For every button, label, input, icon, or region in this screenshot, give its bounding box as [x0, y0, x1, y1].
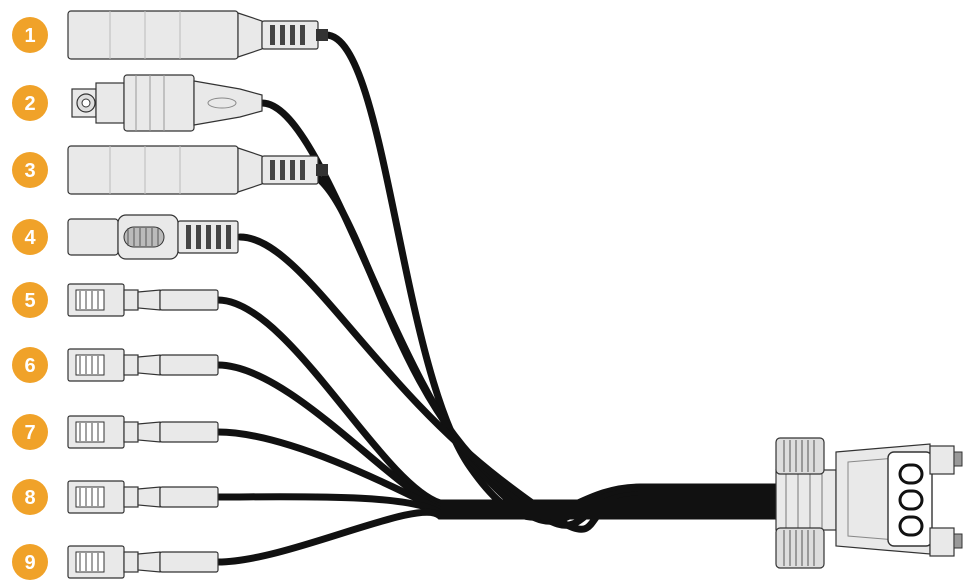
db-breakout-connector — [775, 437, 963, 569]
badge-number: 2 — [24, 93, 35, 115]
badge-number: 6 — [24, 355, 35, 377]
badge-number: 9 — [24, 552, 35, 574]
badge-circle — [12, 152, 48, 188]
badge-number: 7 — [24, 422, 35, 444]
small-pin-connector-7 — [67, 415, 219, 449]
number-badge: 4 — [12, 219, 48, 255]
badge-circle — [12, 282, 48, 318]
female-xlr-connector-3 — [67, 145, 328, 195]
badge-circle — [12, 414, 48, 450]
cable-1 — [322, 31, 784, 521]
small-pin-connector-5 — [67, 283, 219, 317]
number-badge: 2 — [12, 85, 48, 121]
number-badge: 8 — [12, 479, 48, 515]
badge-number: 4 — [24, 227, 36, 249]
small-pin-connector-9 — [67, 545, 219, 579]
badge-circle — [12, 85, 48, 121]
badge-number: 8 — [24, 487, 35, 509]
badge-circle — [12, 17, 48, 53]
small-pin-connector-8 — [67, 480, 219, 514]
connector-group — [67, 10, 328, 579]
cable-9 — [214, 508, 784, 566]
badge-circle — [12, 347, 48, 383]
number-badge: 5 — [12, 282, 48, 318]
cable-bundle — [214, 31, 784, 566]
badge-circle — [12, 219, 48, 255]
female-xlr-connector-1 — [67, 10, 328, 60]
badge-number: 5 — [24, 290, 35, 312]
badge-circle — [12, 479, 48, 515]
number-badge: 6 — [12, 347, 48, 383]
bnc-connector-2 — [71, 74, 263, 132]
cable-8 — [214, 493, 784, 517]
rca-connector-4 — [67, 214, 239, 260]
badge-number: 1 — [24, 25, 35, 47]
number-badge: 1 — [12, 17, 48, 53]
badge-circle — [12, 544, 48, 580]
number-badge: 9 — [12, 544, 48, 580]
number-badge: 3 — [12, 152, 48, 188]
small-pin-connector-6 — [67, 348, 219, 382]
badge-group: 1 2 3 4 5 6 7 8 9 — [12, 17, 48, 580]
badge-number: 3 — [24, 160, 35, 182]
number-badge: 7 — [12, 414, 48, 450]
